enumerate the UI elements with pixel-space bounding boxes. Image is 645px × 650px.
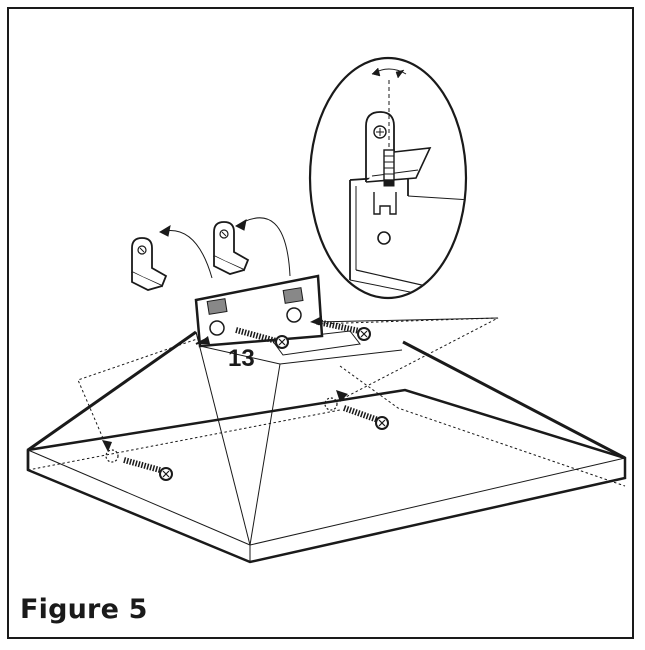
duct-opening xyxy=(271,330,361,356)
figure-caption: Figure 5 xyxy=(20,594,148,625)
screw-plate-right xyxy=(317,319,371,341)
hood-right-edge xyxy=(402,340,626,460)
plate-hole-left xyxy=(209,320,225,336)
bracket-left xyxy=(131,237,168,291)
leader-arrow-left xyxy=(102,440,112,452)
base-front-top-edge xyxy=(27,449,251,546)
hood-hole-left xyxy=(105,449,119,463)
detail-view xyxy=(308,56,468,300)
screw-hood-left xyxy=(123,457,173,481)
leader-arrow-right xyxy=(336,390,348,402)
plate-slot-left xyxy=(206,298,228,315)
bracket-right xyxy=(213,221,250,275)
plate-hole-right xyxy=(286,307,302,323)
hood-hole-right xyxy=(324,397,338,411)
hood-base-slab xyxy=(26,388,627,564)
leader-arrow-plate xyxy=(198,336,210,344)
callout-number-13: 13 xyxy=(228,345,255,372)
mounting-plate xyxy=(194,274,324,348)
screw-hood-right xyxy=(343,405,389,430)
hood-left-edge xyxy=(27,330,197,452)
plate-slot-right xyxy=(282,287,304,304)
bracket-placement-arrows xyxy=(158,217,291,279)
hood-body xyxy=(26,330,627,564)
